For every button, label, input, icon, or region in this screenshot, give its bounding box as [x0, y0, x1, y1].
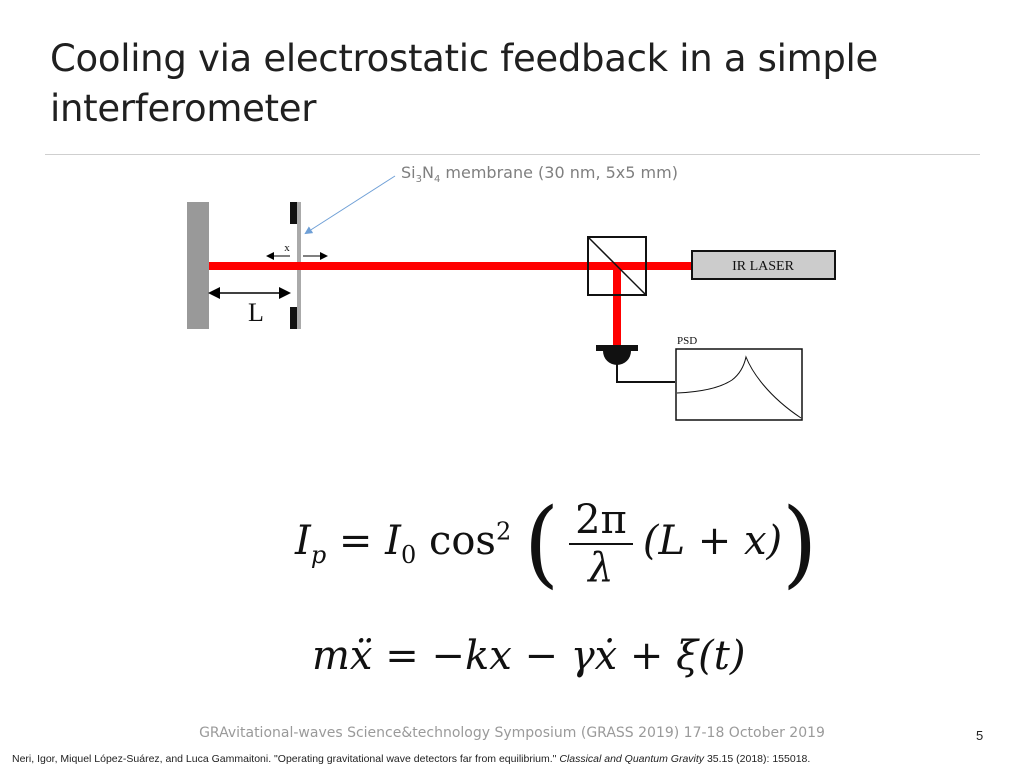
psd-plot-frame	[675, 348, 803, 421]
beam-splitter	[587, 236, 647, 296]
page-number: 5	[976, 728, 984, 743]
detector-wire	[616, 363, 675, 383]
title-divider	[45, 154, 980, 155]
citation: Neri, Igor, Miquel López-Suárez, and Luc…	[12, 753, 811, 765]
laser-beam-horizontal	[209, 262, 693, 270]
membrane-pointer	[304, 175, 396, 235]
laser-beam-vertical	[613, 270, 621, 350]
footer-text: GRAvitational-waves Science&technology S…	[199, 725, 825, 741]
motion-equation: mẍ = −kx − γẋ + ξ(t)	[312, 633, 746, 679]
ir-laser-label: IR LASER	[732, 259, 795, 274]
membrane-holder-top	[290, 202, 298, 224]
psd-curve	[676, 355, 802, 419]
slide-title: Cooling via electrostatic feedback in a …	[50, 37, 879, 130]
membrane-holder-bottom	[290, 307, 298, 329]
fixed-mirror	[187, 202, 209, 329]
psd-label: PSD	[677, 335, 697, 347]
ir-laser-box	[691, 250, 836, 280]
beam-splitter-diagonal	[588, 237, 646, 295]
length-label: L	[248, 298, 264, 327]
membrane-label: Si3N4 membrane (30 nm, 5x5 mm)	[401, 163, 678, 186]
detector-body	[603, 351, 631, 365]
detector-plate	[596, 345, 638, 351]
x-label: x	[284, 242, 290, 254]
